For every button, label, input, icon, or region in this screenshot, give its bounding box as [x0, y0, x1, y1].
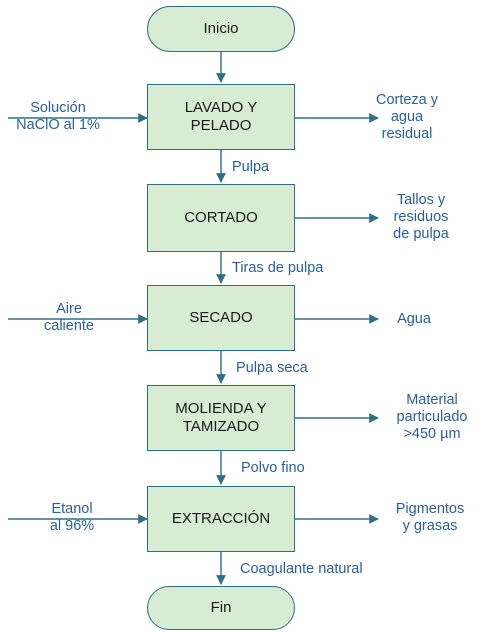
node-fin: Fin — [147, 586, 295, 630]
output-material-label: Material particulado >450 µm — [396, 392, 468, 442]
flow-polvo-label: Polvo fino — [241, 460, 305, 476]
input-aire-label: Aire caliente — [44, 301, 94, 334]
output-agua-label: Agua — [397, 311, 431, 327]
node-molienda-tamizado: MOLIENDA Y TAMIZADO — [147, 385, 295, 451]
node-cortado: CORTADO — [147, 184, 295, 252]
node-secado: SECADO — [147, 285, 295, 351]
node-inicio: Inicio — [147, 6, 295, 52]
node-extraccion: EXTRACCIÓN — [147, 486, 295, 552]
flow-tiras-label: Tiras de pulpa — [232, 260, 324, 276]
input-solucion-label: Solución NaClO al 1% — [16, 100, 100, 133]
input-etanol-label: Etanol al 96% — [49, 501, 95, 534]
flow-coagulante-label: Coagulante natural — [240, 561, 363, 577]
flow-pulpa-seca-label: Pulpa seca — [236, 360, 308, 376]
output-tallos-label: Tallos y residuos de pulpa — [393, 192, 449, 242]
output-corteza-label: Corteza y agua residual — [375, 92, 439, 142]
flow-pulpa-label: Pulpa — [232, 159, 270, 175]
node-lavado-pelado: LAVADO Y PELADO — [147, 84, 295, 150]
output-pigmentos-label: Pigmentos y grasas — [395, 501, 465, 534]
